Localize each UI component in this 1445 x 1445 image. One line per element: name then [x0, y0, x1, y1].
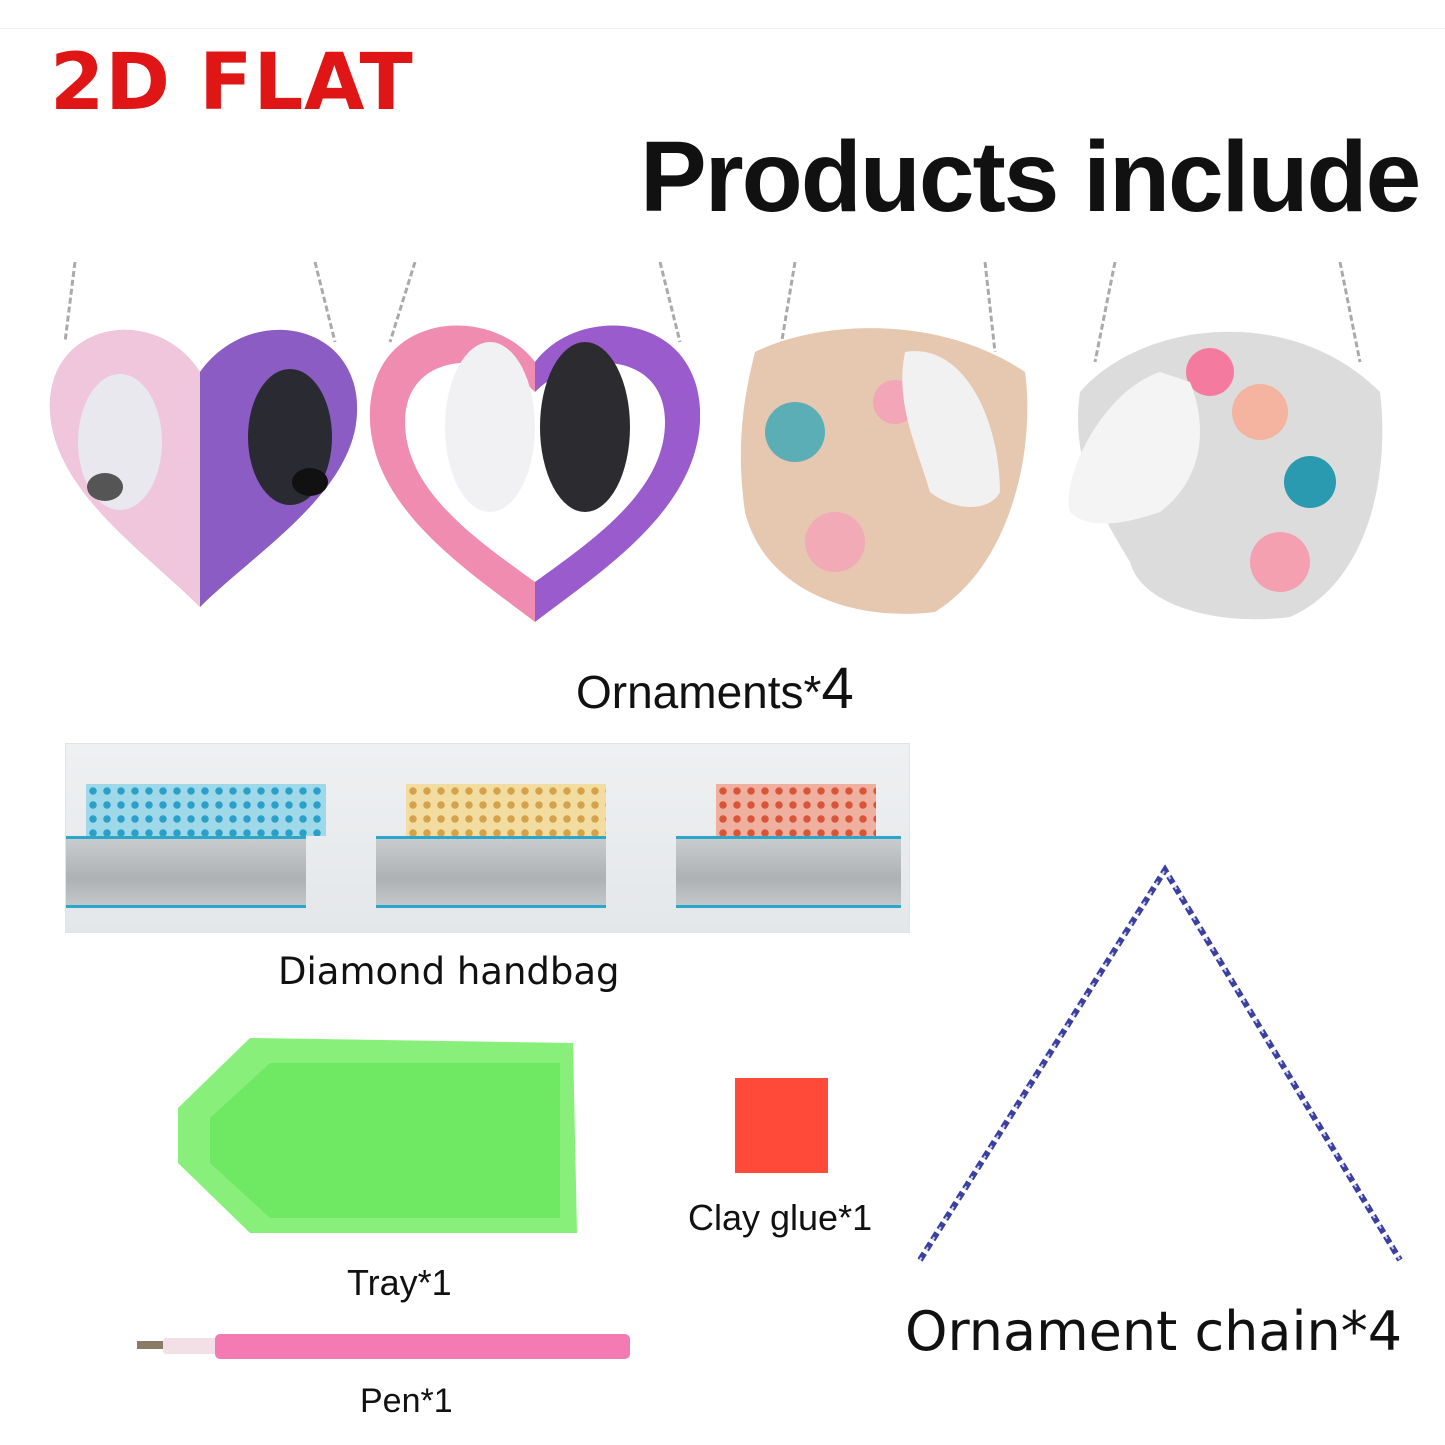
ornaments-quantity: 4: [821, 656, 854, 721]
tray-label: Tray*1: [347, 1262, 452, 1303]
tray-image: [175, 1033, 580, 1243]
clay-glue-label: Clay glue*1: [688, 1197, 873, 1238]
pen-image: [135, 1332, 635, 1367]
ornament-chain-label: Ornament chain*4: [905, 1300, 1403, 1363]
diamond-pocket-blue: [66, 784, 356, 924]
diamond-pocket-gold: [366, 784, 666, 924]
diamond-pocket-red: [676, 784, 911, 924]
clay-glue-image: [735, 1078, 828, 1173]
ornament-4-image: [1060, 261, 1400, 632]
ornament-2-image: [360, 261, 701, 632]
ornaments-label-text: Ornaments*: [576, 666, 822, 718]
diamond-handbag-label: Diamond handbag: [278, 950, 620, 993]
ornament-chain-image: [910, 860, 1410, 1275]
flat-badge: 2D FLAT: [50, 38, 414, 128]
ornament-3-image: [735, 261, 1075, 632]
ornaments-label: Ornaments*4: [576, 655, 854, 722]
pen-label: Pen*1: [360, 1382, 453, 1420]
page-title: Products include: [640, 121, 1421, 233]
top-divider: [0, 28, 1445, 29]
ornament-1-image: [35, 261, 375, 632]
diamond-handbag-image: [65, 743, 910, 933]
